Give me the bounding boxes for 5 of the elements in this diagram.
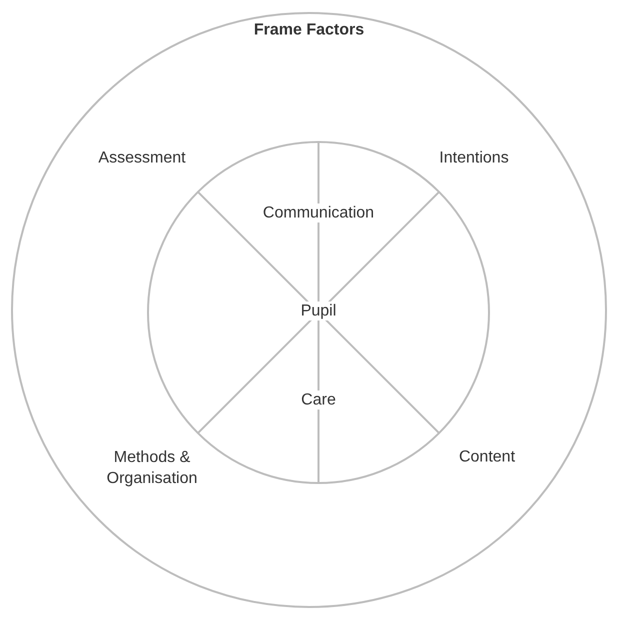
ring-label: Methods & Organisation	[106, 448, 198, 489]
ring-label: Assessment	[98, 148, 186, 168]
ring-label: Intentions	[439, 148, 509, 168]
segment-label: Care	[299, 390, 338, 410]
ring-label: Content	[458, 448, 516, 468]
